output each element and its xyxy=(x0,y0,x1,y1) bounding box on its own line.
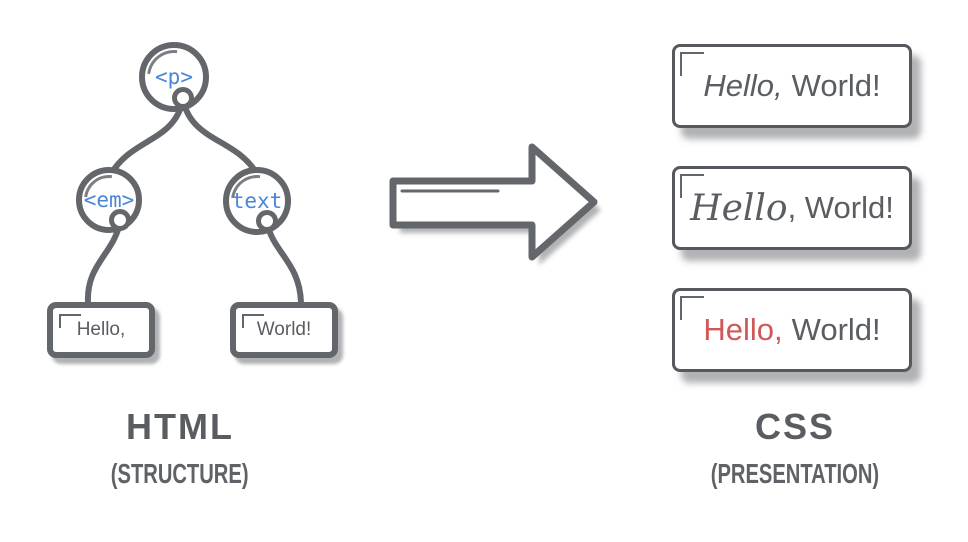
html-subtitle-text: (STRUCTURE) xyxy=(111,458,249,489)
css-subtitle-text: (PRESENTATION) xyxy=(710,458,880,489)
corner-bracket-icon xyxy=(680,174,704,198)
corner-bracket-icon xyxy=(59,314,81,328)
edge-p-text xyxy=(180,97,260,177)
tree-node-em: <em> xyxy=(73,164,145,236)
leaf-box-world-label: World! xyxy=(256,319,312,340)
edge-em-hello xyxy=(84,219,123,306)
html-title: HTML xyxy=(126,406,234,447)
leaf-box-hello-label: Hello, xyxy=(76,319,126,340)
html-subtitle: (STRUCTURE) xyxy=(30,458,330,490)
edge-p-em xyxy=(108,97,186,177)
styled-world: World! xyxy=(791,68,881,103)
corner-bracket-icon xyxy=(680,296,704,320)
css-title: CSS xyxy=(754,406,836,447)
corner-bracket-icon xyxy=(242,314,264,328)
connector-hook-icon xyxy=(172,87,194,109)
css-subtitle: (PRESENTATION) xyxy=(645,458,945,490)
tree-node-p-label: <p> xyxy=(155,65,193,89)
transform-arrow-icon xyxy=(389,143,598,261)
corner-bracket-icon xyxy=(680,52,704,76)
caption-html: HTML (STRUCTURE) xyxy=(30,406,330,490)
styled-hello-italic: Hello, xyxy=(703,68,783,103)
css-example-red: Hello, World! xyxy=(672,288,912,372)
styled-hello-red: Hello, xyxy=(703,312,783,347)
styled-world: World! xyxy=(791,312,881,347)
leaf-box-hello: Hello, xyxy=(47,302,155,358)
css-example-italic: Hello, World! xyxy=(672,44,912,128)
tree-node-em-label: <em> xyxy=(83,188,135,212)
connector-hook-icon xyxy=(256,210,278,232)
tree-node-text-label: text xyxy=(231,189,283,213)
styled-world: , World! xyxy=(787,190,894,225)
leaf-box-world: World! xyxy=(230,302,338,358)
edge-text-world xyxy=(264,219,304,306)
caption-css: CSS (PRESENTATION) xyxy=(645,406,945,490)
styled-hello-script: Hello xyxy=(690,187,788,229)
css-example-script: Hello , World! xyxy=(672,166,912,250)
connector-hook-icon xyxy=(109,209,131,231)
